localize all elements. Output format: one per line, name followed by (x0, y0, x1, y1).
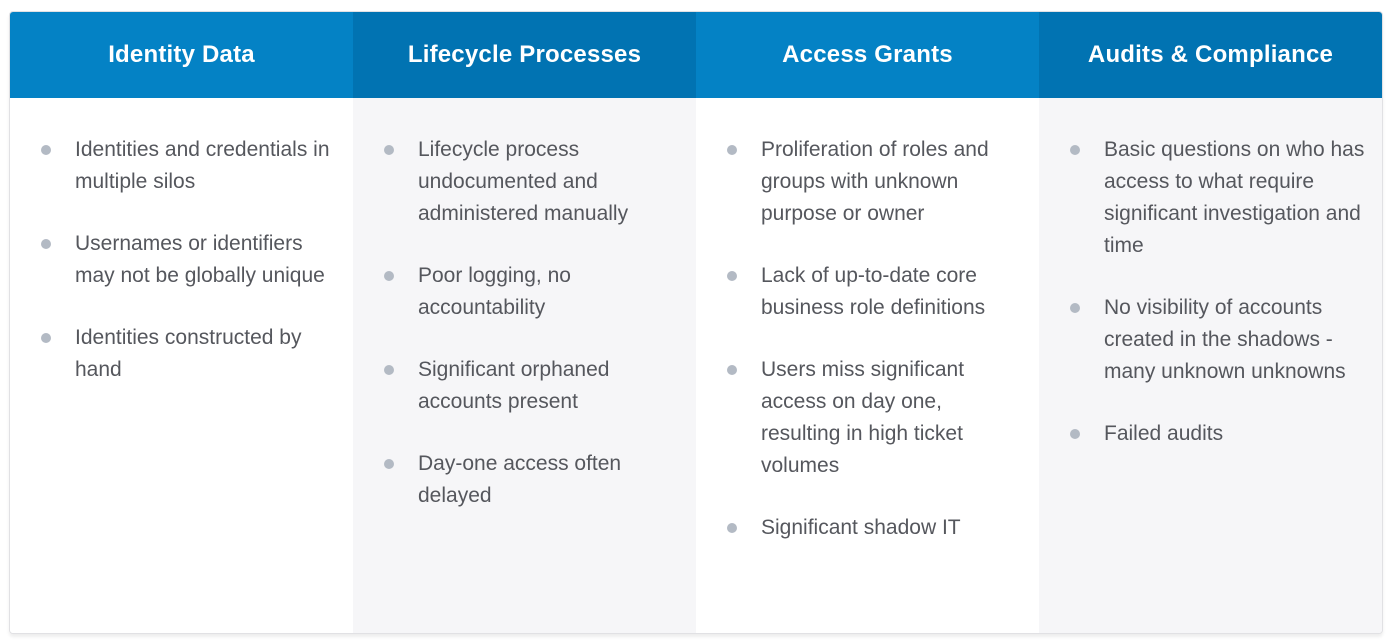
bullet-item: Proliferation of roles and groups with u… (726, 134, 1025, 230)
bullet-item: Usernames or identifiers may not be glob… (40, 228, 339, 292)
column-header-access-grants: Access Grants (696, 12, 1039, 98)
comparison-table: Identity Data Identities and credentials… (9, 11, 1383, 634)
column-audits-compliance: Audits & Compliance Basic questions on w… (1039, 12, 1382, 633)
bullet-item: Significant orphaned accounts present (383, 354, 682, 418)
column-body-lifecycle-processes: Lifecycle process undocumented and admin… (353, 98, 696, 633)
column-body-access-grants: Proliferation of roles and groups with u… (696, 98, 1039, 633)
bullet-item: Significant shadow IT (726, 512, 1025, 544)
bullet-item: Identities and credentials in multiple s… (40, 134, 339, 198)
column-header-lifecycle-processes: Lifecycle Processes (353, 12, 696, 98)
bullet-item: Basic questions on who has access to wha… (1069, 134, 1368, 262)
bullet-item: Poor logging, no accountability (383, 260, 682, 324)
column-header-identity-data: Identity Data (10, 12, 353, 98)
bullet-item: Identities constructed by hand (40, 322, 339, 386)
bullet-item: Lifecycle process undocumented and admin… (383, 134, 682, 230)
column-identity-data: Identity Data Identities and credentials… (10, 12, 353, 633)
bullet-list: Identities and credentials in multiple s… (40, 134, 339, 386)
bullet-item: Day-one access often delayed (383, 448, 682, 512)
column-header-audits-compliance: Audits & Compliance (1039, 12, 1382, 98)
column-access-grants: Access Grants Proliferation of roles and… (696, 12, 1039, 633)
bullet-item: Failed audits (1069, 418, 1368, 450)
column-lifecycle-processes: Lifecycle Processes Lifecycle process un… (353, 12, 696, 633)
bullet-list: Lifecycle process undocumented and admin… (383, 134, 682, 512)
bullet-list: Proliferation of roles and groups with u… (726, 134, 1025, 544)
bullet-list: Basic questions on who has access to wha… (1069, 134, 1368, 450)
column-body-identity-data: Identities and credentials in multiple s… (10, 98, 353, 633)
column-body-audits-compliance: Basic questions on who has access to wha… (1039, 98, 1382, 633)
bullet-item: Lack of up-to-date core business role de… (726, 260, 1025, 324)
bullet-item: Users miss significant access on day one… (726, 354, 1025, 482)
bullet-item: No visibility of accounts created in the… (1069, 292, 1368, 388)
